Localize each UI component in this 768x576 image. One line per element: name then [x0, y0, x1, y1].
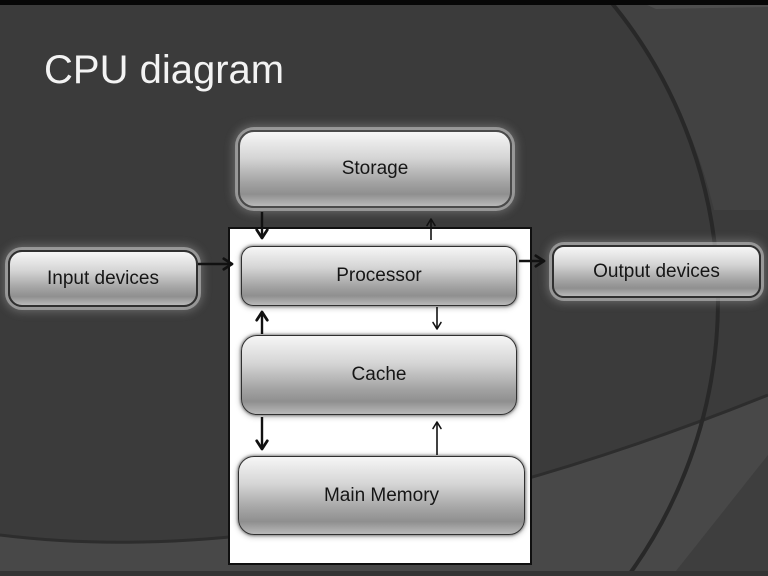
slide-title: CPU diagram — [44, 48, 285, 92]
top-edge-bar — [0, 0, 768, 5]
node-main-memory-label: Main Memory — [323, 484, 440, 506]
node-cache: Cache — [241, 335, 517, 415]
node-storage: Storage — [238, 130, 512, 208]
background-bottomright-wedge — [672, 455, 768, 576]
background-arc-circle — [606, 0, 720, 576]
background-bottom-band — [0, 395, 768, 576]
bottom-edge-bar — [0, 571, 768, 576]
node-cache-label: Cache — [351, 364, 407, 385]
node-output-devices: Output devices — [552, 245, 761, 298]
node-main-memory: Main Memory — [238, 456, 525, 535]
node-input-devices-label: Input devices — [47, 267, 159, 289]
node-storage-label: Storage — [341, 158, 409, 179]
node-input-devices: Input devices — [8, 250, 198, 307]
node-processor: Processor — [241, 246, 517, 306]
node-processor-label: Processor — [336, 265, 422, 286]
node-output-devices-label: Output devices — [593, 260, 720, 282]
